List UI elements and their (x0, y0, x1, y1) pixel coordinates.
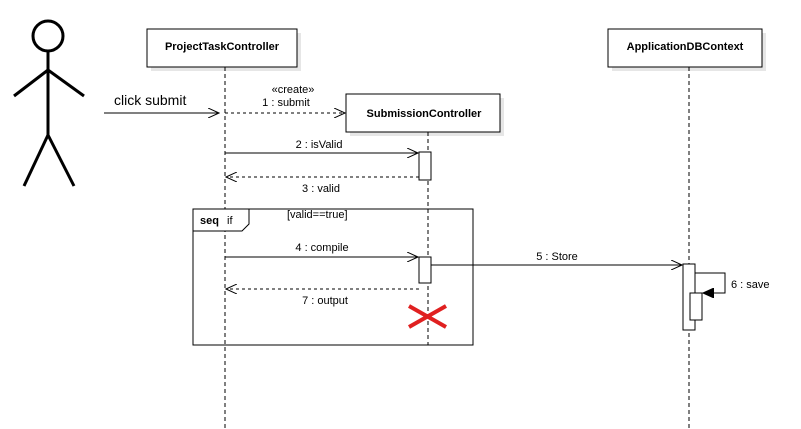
activation-submission-1 (418, 151, 432, 181)
message-label-3: 3 : valid (302, 183, 340, 195)
activation-submission-2 (418, 256, 432, 284)
destroy-x-icon (408, 304, 447, 329)
message-5-store[interactable]: 5 : Store (431, 251, 682, 265)
message-click-submit[interactable]: click submit (104, 92, 219, 113)
message-label-4: 4 : compile (295, 242, 348, 254)
message-6-save[interactable]: 6 : save (695, 272, 770, 293)
message-3-valid[interactable]: 3 : valid (226, 177, 419, 195)
message-1-submit[interactable]: «create» 1 : submit (225, 84, 345, 113)
create-stereotype-label: «create» (272, 84, 315, 96)
message-label-1: 1 : submit (262, 97, 310, 109)
lifeline-title-project-task-controller: ProjectTaskController (165, 41, 280, 53)
fragment-keyword: seq (200, 215, 219, 227)
lifeline-project-task-controller[interactable]: ProjectTaskController (146, 28, 301, 429)
message-label-6: 6 : save (731, 279, 770, 291)
message-label-7: 7 : output (302, 295, 348, 307)
message-7-output[interactable]: 7 : output (226, 289, 419, 307)
fragment-guard: [valid==true] (287, 209, 348, 221)
message-label-5: 5 : Store (536, 251, 578, 263)
actor-stick-figure-icon (13, 19, 85, 187)
lifeline-title-application-db-context: ApplicationDBContext (627, 41, 744, 53)
message-label-click-submit: click submit (114, 92, 186, 108)
fragment-name: if (227, 215, 233, 227)
message-label-2: 2 : isValid (296, 139, 343, 151)
message-2-isvalid[interactable]: 2 : isValid (225, 139, 418, 153)
message-4-compile[interactable]: 4 : compile (225, 242, 418, 257)
lifeline-submission-controller[interactable]: SubmissionController (345, 93, 504, 345)
activation-db-context-nested (689, 292, 703, 321)
combined-fragment-seq-if[interactable]: seq if [valid==true] (192, 208, 474, 346)
lifeline-title-submission-controller: SubmissionController (367, 108, 483, 120)
lifeline-application-db-context[interactable]: ApplicationDBContext (607, 28, 766, 429)
